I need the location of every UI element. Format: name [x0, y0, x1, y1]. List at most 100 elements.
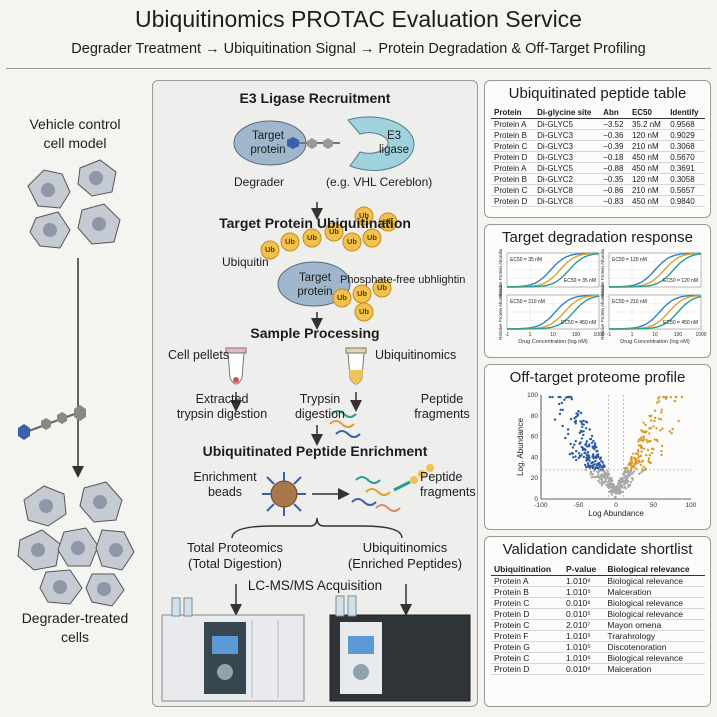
scatter-point [615, 490, 618, 494]
scatter-point [641, 459, 644, 462]
scatter-point [609, 478, 613, 481]
scatter-point [644, 468, 647, 471]
table-cell: 0.010⁶ [563, 663, 605, 675]
scatter-point [595, 464, 599, 467]
scatter-point [622, 472, 626, 476]
scatter-point [640, 450, 643, 453]
scatter-point [617, 486, 621, 489]
x-tick-label: 1 [631, 332, 634, 338]
scatter-point [559, 395, 562, 399]
scatter-point [606, 481, 609, 484]
scatter-point [568, 452, 572, 456]
scatter-point [652, 447, 655, 451]
scatter-point [633, 457, 637, 460]
scatter-point [657, 417, 661, 420]
table-cell: 0.010⁶ [563, 597, 605, 609]
ec50-label: EC50 = 120 nM [663, 278, 698, 284]
table-cell: 1.010⁵ [563, 630, 605, 642]
vehicle-cells [27, 159, 121, 249]
scatter-point [632, 465, 636, 469]
table-cell: Trarahrology [604, 630, 705, 642]
ubiquitin-label: Ubiquitin [222, 255, 269, 269]
scatter-point [548, 395, 552, 399]
ub-label: Ub [285, 237, 295, 246]
scatter-point [664, 395, 667, 399]
e3-ligase-label-2: ligase [378, 144, 410, 156]
e3-recruitment-graphic [233, 116, 415, 171]
scatter-point [637, 459, 640, 462]
peptide-fragments-icon [329, 410, 361, 438]
dose-curve [609, 253, 702, 288]
scatter-point [637, 444, 641, 447]
scatter-point [642, 465, 645, 468]
scatter-point [573, 417, 576, 420]
scatter-point [599, 474, 603, 478]
scatter-point [604, 476, 607, 479]
scatter-point [596, 470, 599, 474]
scatter-point [634, 467, 638, 470]
scatter-point [629, 481, 632, 484]
table-cell: 0.3058 [667, 173, 705, 185]
scatter-point [595, 445, 598, 449]
workflow-panel [152, 80, 478, 707]
scatter-point [649, 419, 653, 422]
scatter-point [585, 445, 589, 448]
scatter-point [567, 432, 570, 436]
scatter-point [587, 454, 591, 457]
table-cell: 0.3691 [667, 162, 705, 174]
table-cell: Protein B [491, 173, 535, 185]
table-cell: 0.9568 [667, 118, 705, 130]
total-proteomics-label-2: (Total Digestion) [188, 556, 282, 571]
scatter-point [635, 452, 638, 455]
extracted-digestion-label: Extracted [195, 392, 249, 406]
scatter-point [574, 455, 577, 458]
scatter-point [623, 483, 626, 487]
scatter-point [655, 427, 658, 430]
target-protein-label-2: protein [250, 144, 286, 156]
table-header-cell: Di-glycine site [534, 107, 601, 119]
table-cell: Di-GLYC3 [534, 140, 601, 152]
scatter-point [624, 470, 627, 473]
peptide-table-title: Ubiquitinated peptide table [508, 85, 687, 102]
scatter-point [606, 472, 609, 476]
scatter-point [657, 400, 661, 403]
header-divider [6, 68, 711, 69]
scatter-point [653, 419, 656, 423]
scatter-point [660, 411, 663, 414]
scatter-point [602, 474, 605, 477]
scatter-point [629, 470, 633, 473]
ec50-label: EC50 = 450 nM [663, 320, 698, 326]
dose-curve [609, 295, 702, 330]
scatter-point [572, 456, 575, 459]
scatter-point [659, 429, 662, 432]
scatter-point [588, 466, 592, 469]
scatter-point [629, 457, 633, 460]
scatter-point [570, 398, 574, 401]
scatter-point [612, 487, 615, 490]
table-cell: Protein C [491, 619, 564, 631]
ub-label: Ub [337, 293, 347, 302]
scatter-point [578, 431, 581, 435]
ub-label: Ub [359, 307, 369, 316]
x-tick-label: 100 [572, 332, 581, 338]
scatter-point [561, 424, 564, 428]
scatter-point [584, 420, 588, 423]
scatter-point [587, 464, 590, 467]
enrichment-title: Ubiquitinated Peptide Enrichment [202, 443, 428, 459]
scatter-point [637, 455, 641, 458]
ubiquitinomics-branch-label-2: (Enriched Peptides) [347, 556, 463, 571]
table-cell: Protein D [491, 608, 564, 620]
scatter-point [639, 438, 643, 442]
scatter-point [632, 452, 635, 455]
table-cell: Di-GLYC3 [534, 151, 601, 163]
x-tick-label: 100 [686, 502, 697, 509]
page-title: Ubiquitinomics PROTAC Evaluation Service [135, 6, 582, 32]
scatter-point [584, 468, 587, 472]
table-cell: Di-GLYC3 [534, 129, 601, 141]
peptide-fragments-label-2: fragments [414, 407, 470, 421]
lcms-acquisition-label: LC-MS/MS Acquisition [247, 578, 383, 593]
scatter-point [677, 419, 680, 423]
table-cell: Di-GLYC8 [534, 195, 601, 207]
scatter-point [642, 435, 645, 438]
